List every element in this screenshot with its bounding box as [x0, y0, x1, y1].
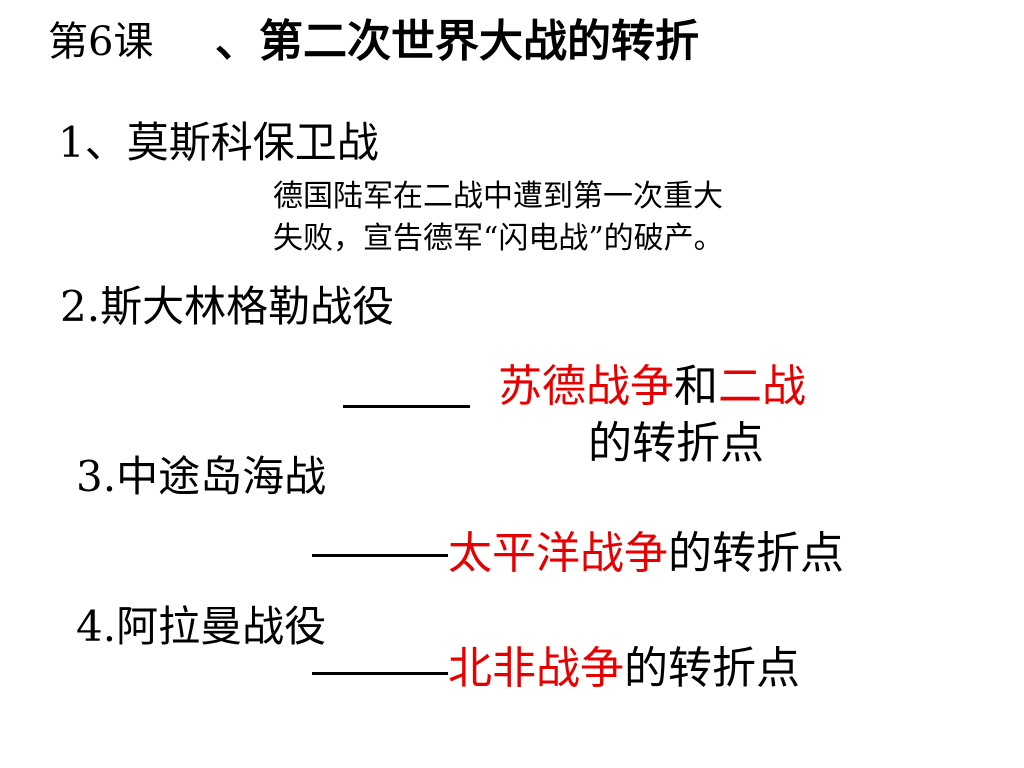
section-3-heading: 3.中途岛海战 — [76, 452, 327, 501]
section-2-result: 苏德战争和二战 — [498, 365, 806, 409]
section-2-result-red-2: 二战 — [718, 361, 806, 412]
section-1-heading: 1、莫斯科保卫战 — [58, 118, 379, 167]
section-1-note-line-2: 失败，宣告德军“闪电战”的破产。 — [273, 221, 724, 256]
section-4-result-red: 北非战争 — [448, 643, 624, 694]
section-3-dash — [312, 554, 448, 557]
section-3-result: 太平洋战争的转折点 — [448, 532, 844, 576]
section-2-result-line-2: 的转折点 — [588, 418, 764, 469]
section-2-heading: 2.斯大林格勒战役 — [60, 282, 395, 331]
lesson-title: 、第二次世界大战的转折 — [215, 16, 699, 67]
section-2-result-connector: 和 — [674, 361, 718, 412]
section-4-dash — [312, 672, 448, 675]
section-3-result-red: 太平洋战争 — [448, 528, 668, 579]
section-3-result-rest: 的转折点 — [668, 528, 844, 579]
section-4-result: 北非战争的转折点 — [448, 647, 800, 691]
section-4-result-rest: 的转折点 — [624, 643, 800, 694]
section-1-note-line-1: 德国陆军在二战中遭到第一次重大 — [273, 179, 723, 214]
lesson-number: 第6课 — [48, 19, 154, 65]
section-4-heading: 4.阿拉曼战役 — [76, 602, 327, 651]
section-2-blank-line — [343, 405, 470, 408]
section-2-result-red-1: 苏德战争 — [498, 361, 674, 412]
